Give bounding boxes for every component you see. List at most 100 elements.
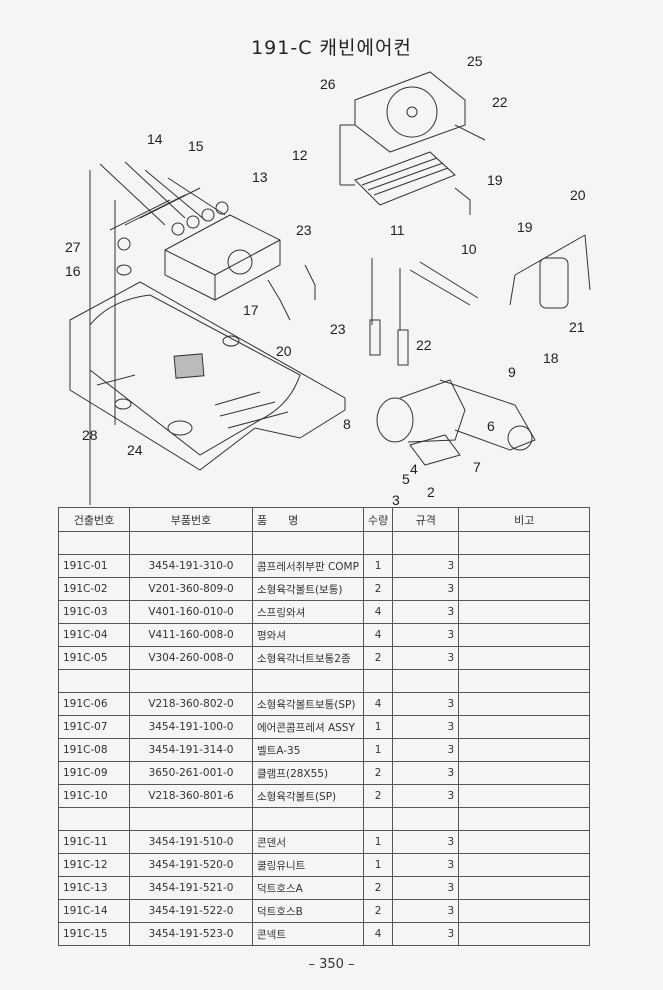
remarks-cell <box>458 899 591 923</box>
header-remarks: 비고 <box>458 507 591 532</box>
part-no-cell: V218-360-801-6 <box>129 784 253 808</box>
quantity-cell: 2 <box>362 577 394 601</box>
part-name-cell <box>252 669 364 693</box>
ref-no-cell: 191C-02 <box>58 577 130 601</box>
part-name-cell: 덕트호스B <box>252 899 364 923</box>
table-row <box>58 669 591 693</box>
part-no-cell: 3454-191-520-0 <box>129 853 253 877</box>
part-no-cell: 3454-191-510-0 <box>129 830 253 854</box>
part-name-cell: 콘넥트 <box>252 922 364 946</box>
quantity-cell: 2 <box>362 784 394 808</box>
header-spec: 규격 <box>392 507 460 532</box>
callout-2: 2 <box>427 484 435 500</box>
remarks-cell <box>458 738 591 762</box>
callout-20b: 20 <box>276 343 292 359</box>
quantity-cell: 2 <box>362 646 394 670</box>
diagram-svg: 25 26 22 12 19 14 15 13 20 19 23 11 10 2… <box>65 53 591 508</box>
callout-6: 6 <box>487 418 495 434</box>
remarks-cell <box>458 531 591 555</box>
part-no-cell <box>129 669 253 693</box>
page-number: – 350 – <box>308 957 355 972</box>
part-no-cell: V401-160-010-0 <box>129 600 253 624</box>
ref-no-cell <box>58 669 130 693</box>
callout-16: 16 <box>65 263 81 279</box>
quantity-cell: 1 <box>362 715 394 739</box>
callout-22: 22 <box>492 94 508 110</box>
callout-5: 5 <box>402 471 410 487</box>
callout-25: 25 <box>467 53 483 69</box>
callout-26: 26 <box>320 76 336 92</box>
header-part-name: 품 명 <box>252 507 364 532</box>
callout-17: 17 <box>243 302 259 318</box>
spec-cell <box>392 669 460 693</box>
quantity-cell: 1 <box>362 554 394 578</box>
part-no-cell: V304-260-008-0 <box>129 646 253 670</box>
ref-no-cell: 191C-14 <box>58 899 130 923</box>
remarks-cell <box>458 554 591 578</box>
part-no-cell: 3454-191-521-0 <box>129 876 253 900</box>
part-name-cell: 클램프(28X55) <box>252 761 364 785</box>
part-name-cell: 스프링와셔 <box>252 600 364 624</box>
duct-block-drawing <box>89 161 281 505</box>
part-name-cell <box>252 531 364 555</box>
part-name-cell: 평와셔 <box>252 623 364 647</box>
ref-no-cell: 191C-15 <box>58 922 130 946</box>
ref-no-cell: 191C-06 <box>58 692 130 716</box>
ref-no-cell: 191C-13 <box>58 876 130 900</box>
quantity-cell <box>362 531 394 555</box>
callout-24: 24 <box>127 442 143 458</box>
part-no-cell: V218-360-802-0 <box>129 692 253 716</box>
part-no-cell: 3454-191-100-0 <box>129 715 253 739</box>
remarks-cell <box>458 807 591 831</box>
spec-cell: 3 <box>392 830 460 854</box>
callout-18: 18 <box>543 350 559 366</box>
quantity-cell: 1 <box>362 853 394 877</box>
callout-14: 14 <box>147 131 163 147</box>
callout-22b: 22 <box>416 337 432 353</box>
part-name-cell <box>252 807 364 831</box>
part-no-cell: 3454-191-523-0 <box>129 922 253 946</box>
spec-cell: 3 <box>392 692 460 716</box>
callout-9: 9 <box>508 364 516 380</box>
page-title: 191-C 캐빈에어컨 <box>251 37 412 59</box>
callout-23: 23 <box>296 222 312 238</box>
remarks-cell <box>458 692 591 716</box>
callout-12: 12 <box>292 147 308 163</box>
part-name-cell: 소형육각볼트(보통) <box>252 577 364 601</box>
ref-no-cell: 191C-04 <box>58 623 130 647</box>
spec-cell <box>392 807 460 831</box>
ref-no-cell: 191C-09 <box>58 761 130 785</box>
callout-3: 3 <box>392 492 400 505</box>
header-quantity: 수량 <box>362 507 394 532</box>
remarks-cell <box>458 600 591 624</box>
part-name-cell: 콤프레서취부판 COMP <box>252 554 364 578</box>
part-no-cell: 3650-261-001-0 <box>129 761 253 785</box>
quantity-cell: 4 <box>362 922 394 946</box>
ref-no-cell: 191C-08 <box>58 738 130 762</box>
spec-cell: 3 <box>392 738 460 762</box>
ref-no-cell: 191C-07 <box>58 715 130 739</box>
part-no-cell: 3454-191-314-0 <box>129 738 253 762</box>
quantity-cell: 4 <box>362 623 394 647</box>
cooling-unit-drawing <box>339 71 486 215</box>
ref-no-cell: 191C-12 <box>58 853 130 877</box>
part-name-cell: 에어콘콤프레셔 ASSY <box>252 715 364 739</box>
remarks-cell <box>458 784 591 808</box>
remarks-cell <box>458 876 591 900</box>
callout-20: 20 <box>570 187 586 203</box>
header-ref-no: 건출번호 <box>58 507 130 532</box>
ref-no-cell: 191C-05 <box>58 646 130 670</box>
callout-15: 15 <box>188 138 204 154</box>
part-name-cell: 콘덴서 <box>252 830 364 854</box>
floor-plate-drawing <box>69 281 346 471</box>
ref-no-cell <box>58 531 130 555</box>
